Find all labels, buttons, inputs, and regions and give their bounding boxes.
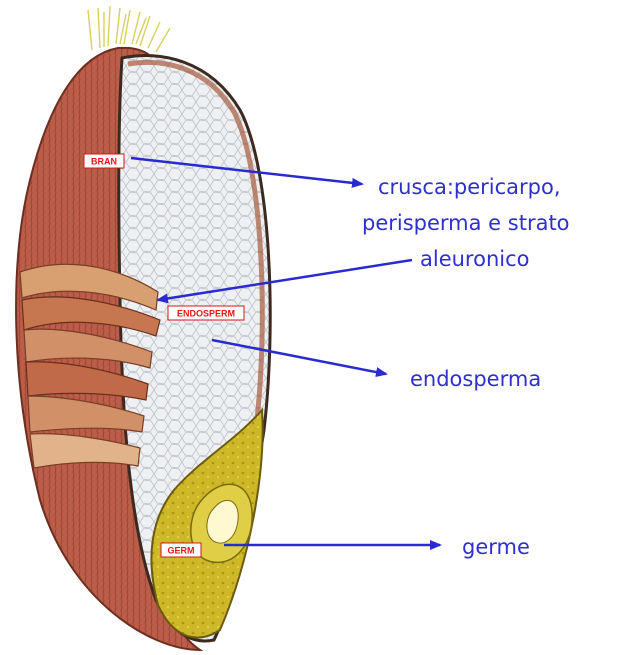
tag-endosperm: ENDOSPERM: [168, 306, 244, 320]
tag-bran: BRAN: [84, 154, 124, 168]
brush-hairs: [88, 6, 170, 52]
callout-bran-line3: aleuronico: [420, 247, 530, 271]
svg-text:BRAN: BRAN: [91, 157, 117, 167]
callout-germ: germe: [462, 535, 530, 559]
callout-bran-line1: crusca:pericarpo,: [378, 175, 561, 199]
svg-text:GERM: GERM: [168, 546, 195, 556]
tag-germ: GERM: [161, 543, 201, 557]
callout-endosperm: endosperma: [410, 367, 541, 391]
callout-bran-line2: perisperma e strato: [362, 211, 570, 235]
svg-text:ENDOSPERM: ENDOSPERM: [177, 309, 235, 319]
